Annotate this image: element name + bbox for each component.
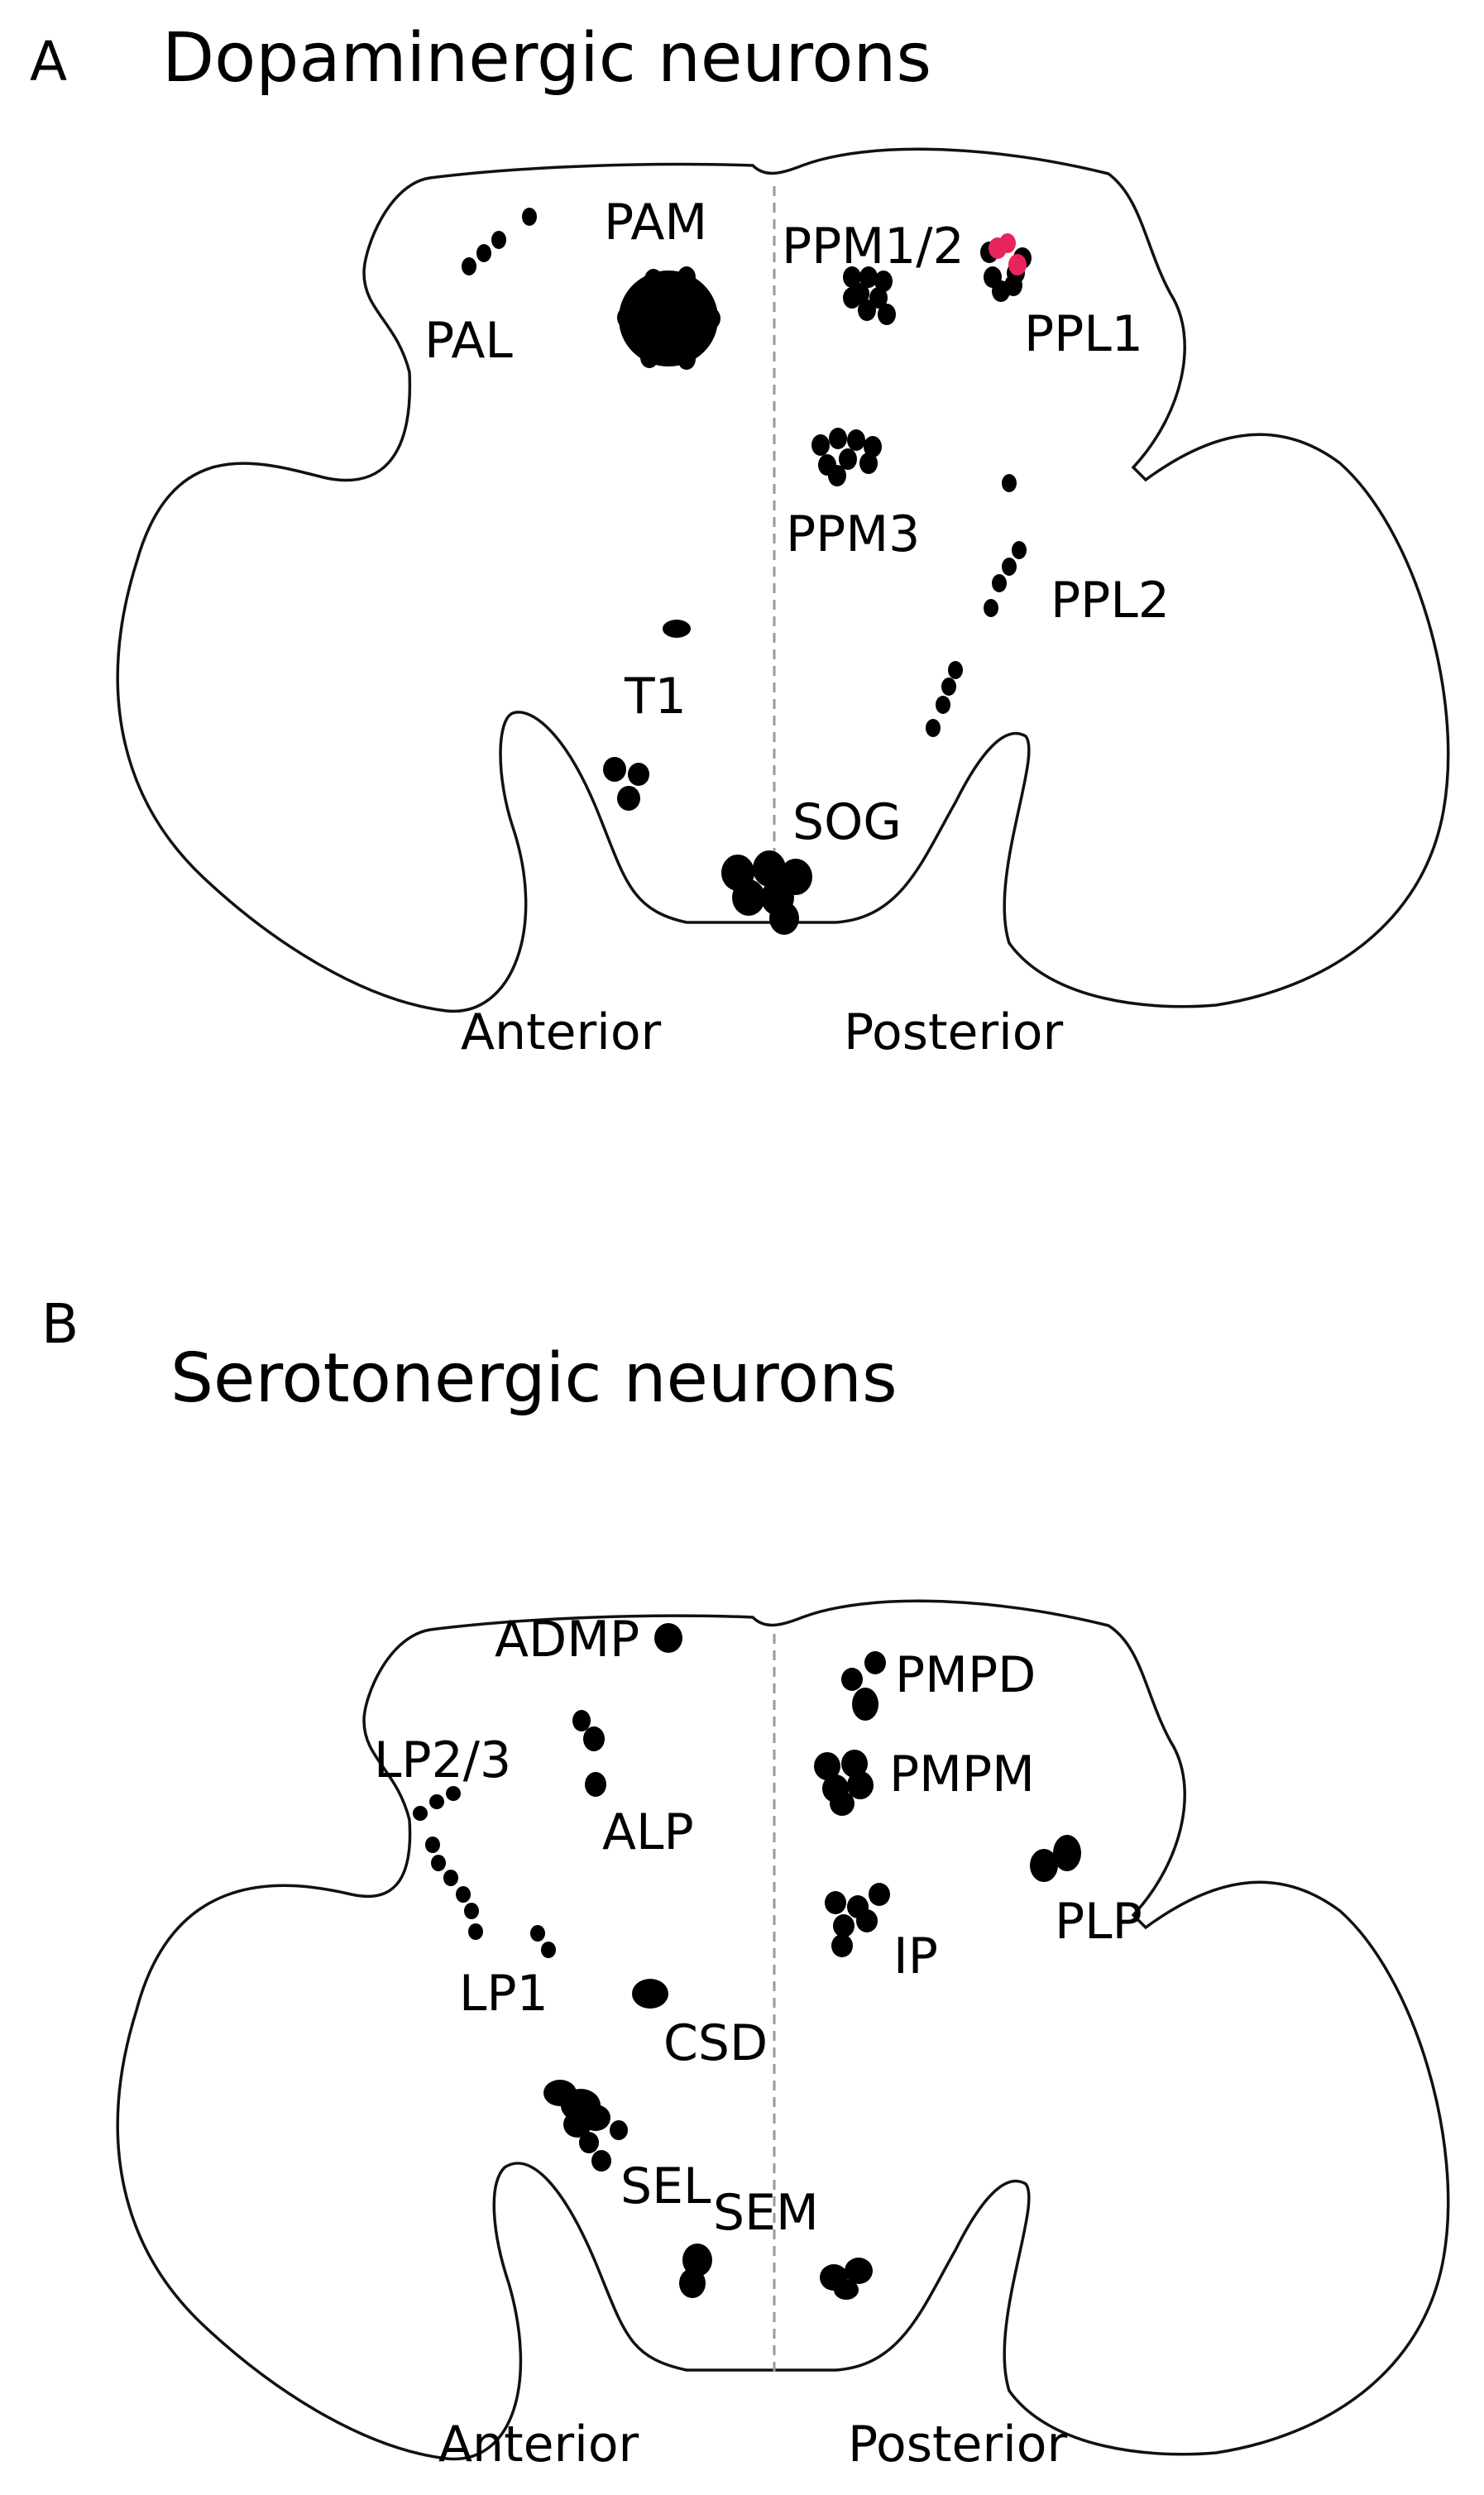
t1-cluster — [603, 620, 691, 811]
sog-cluster — [721, 850, 812, 935]
pmpm-label: PMPM — [889, 1746, 1035, 1803]
panel-a-letter: A — [30, 30, 68, 93]
admp-cluster — [654, 1623, 682, 1653]
panel-b-letter: B — [41, 1292, 79, 1356]
pmpm-cluster — [814, 1750, 874, 1816]
alp-cluster — [572, 1710, 606, 1797]
ppm12-cluster — [843, 266, 896, 325]
ppl1-label: PPL1 — [1024, 305, 1143, 363]
panel-a-posterior-label: Posterior — [844, 1003, 1063, 1061]
plp-cluster — [1030, 1835, 1081, 1882]
ppl1-highlight-neuron — [999, 233, 1016, 253]
panel-b-brain: ADMP PMPD LP2/3 PMPM ALP PLP IP LP1 CSD … — [116, 1599, 1450, 2473]
panel-a-title: Dopaminergic neurons — [162, 19, 932, 98]
csd-cluster — [632, 1979, 668, 2009]
panel-a-anterior-label: Anterior — [461, 1003, 662, 1061]
alp-label: ALP — [602, 1803, 694, 1861]
lp1-label: LP1 — [459, 1965, 548, 2023]
pam-label: PAM — [604, 194, 707, 251]
panel-b-brain-outline — [116, 1599, 1450, 2461]
pmpd-label: PMPD — [895, 1646, 1036, 1704]
sog-label: SOG — [792, 793, 902, 851]
panel-b-anterior-label: Anterior — [438, 2416, 639, 2473]
lp23-label: LP2/3 — [374, 1731, 511, 1789]
ppm3-label: PPM3 — [786, 505, 920, 563]
ppl2-label: PPL2 — [1051, 572, 1170, 630]
panel-b-title: Serotonergic neurons — [170, 1339, 898, 1418]
ppl2-cluster — [926, 474, 1027, 737]
panel-a-brain: PAL PAM PPM1/2 PPL1 PPM3 PPL2 T1 SOG Ant… — [116, 147, 1450, 1061]
ip-label: IP — [893, 1928, 938, 1985]
sem-cluster — [679, 2244, 873, 2300]
ppl1-highlight-neuron — [1008, 254, 1027, 275]
pmpd-cluster — [841, 1651, 886, 1721]
panel-a-brain-outline — [116, 147, 1450, 1013]
panel-b-posterior-label: Posterior — [848, 2416, 1067, 2473]
pam-cluster — [617, 266, 720, 370]
sel-label: SEL — [620, 2157, 711, 2215]
ppm12-label: PPM1/2 — [782, 218, 965, 275]
sel-cluster — [543, 2080, 628, 2172]
pal-label: PAL — [424, 312, 513, 370]
ppm3-cluster — [811, 428, 882, 486]
ppl1-cluster — [980, 233, 1032, 302]
ip-cluster — [825, 1883, 890, 1957]
lp23-cluster — [413, 1786, 556, 1958]
sem-label: SEM — [713, 2184, 819, 2242]
admp-label: ADMP — [495, 1611, 639, 1669]
pal-cluster — [462, 208, 537, 275]
plp-label: PLP — [1055, 1893, 1142, 1951]
csd-label: CSD — [663, 2014, 768, 2072]
t1-label: T1 — [624, 668, 687, 726]
